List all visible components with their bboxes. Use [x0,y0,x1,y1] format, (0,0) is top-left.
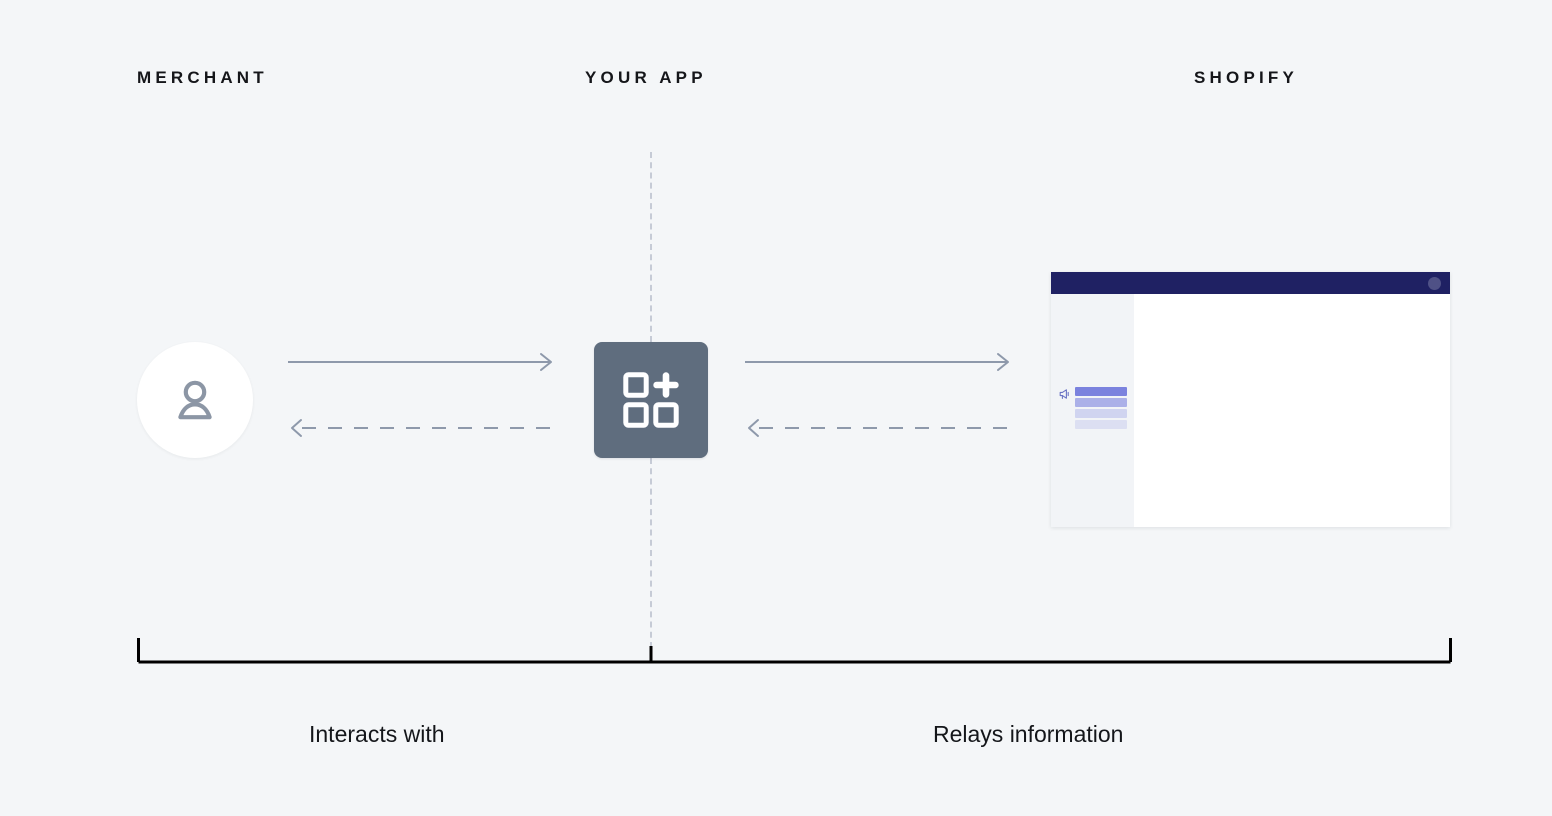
browser-titlebar [1051,272,1450,294]
bottom-bracket [137,638,1452,664]
apps-plus-icon [623,372,679,428]
sidebar-nav-placeholder [1075,398,1127,407]
merchant-avatar [137,342,253,458]
arrow-app-to-merchant [291,419,550,437]
bracket-label-relays-information: Relays information [933,721,1124,747]
arrow-app-to-shopify [745,353,1009,371]
vertical-dashed-divider-bottom [650,458,652,648]
arrow-shopify-to-app [748,419,1007,437]
browser-sidebar [1051,294,1134,527]
arrow-merchant-to-app [288,353,552,371]
window-dot-icon [1428,277,1441,290]
bracket-label-interacts-with: Interacts with [309,721,445,747]
sidebar-nav-placeholder [1075,409,1127,418]
column-heading-shopify: SHOPIFY [1194,68,1299,87]
your-app-tile [594,342,708,458]
sidebar-nav-placeholder [1075,387,1127,396]
person-icon [167,372,223,428]
column-heading-merchant: MERCHANT [137,68,268,87]
column-heading-your-app: YOUR APP [585,68,707,87]
sidebar-nav-placeholder [1075,420,1127,429]
browser-content-area [1134,294,1450,527]
megaphone-icon [1059,387,1071,399]
vertical-dashed-divider-top [650,152,652,342]
shopify-browser-window [1051,272,1450,527]
